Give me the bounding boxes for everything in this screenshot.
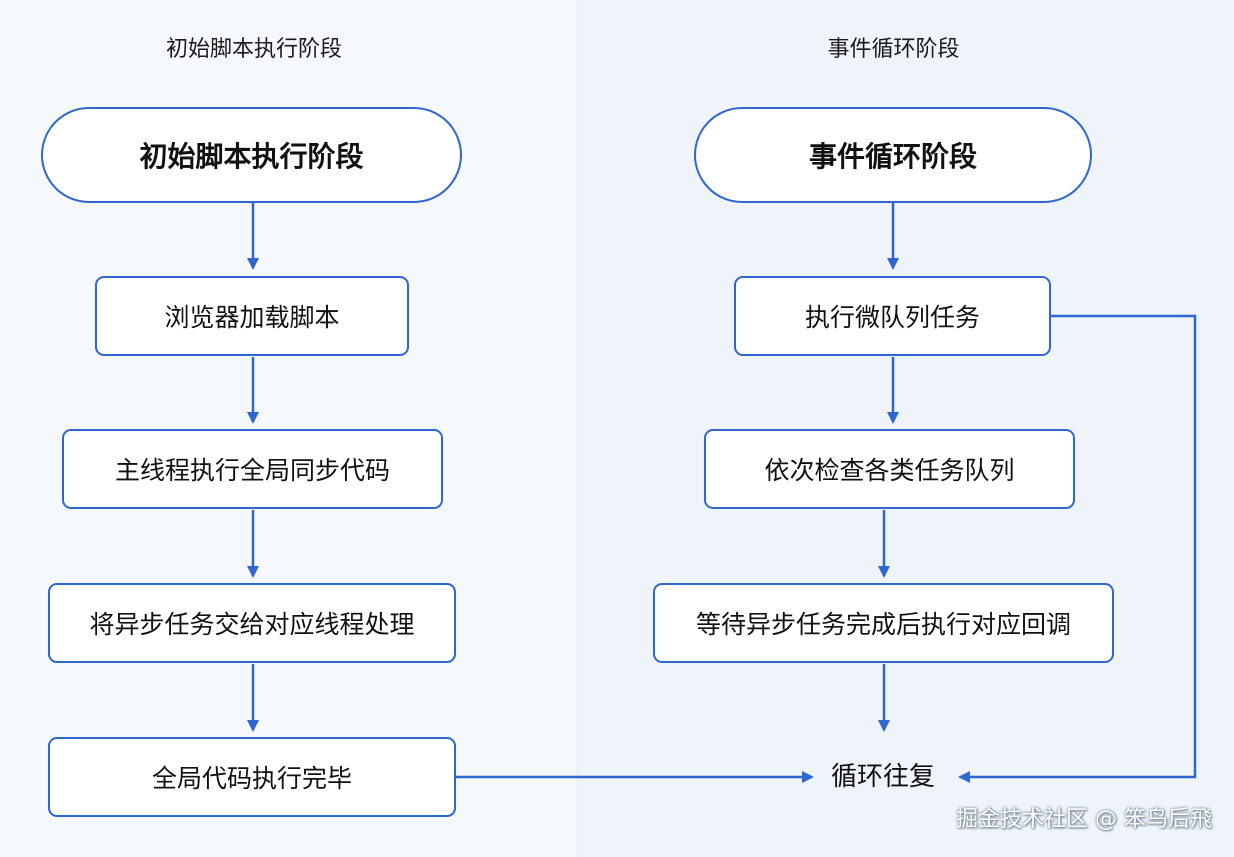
right-section-title: 事件循环阶段 — [827, 37, 960, 62]
arrow-loop-back — [958, 314, 1197, 783]
left-section-title: 初始脚本执行阶段 — [165, 37, 342, 62]
start-node-event-loop: 事件循环阶段 — [694, 107, 1092, 203]
step-load-script: 浏览器加载脚本 — [95, 276, 409, 356]
start-node-initial-script: 初始脚本执行阶段 — [41, 107, 462, 203]
step-check-task-queues: 依次检查各类任务队列 — [704, 429, 1075, 509]
step-await-async-callbacks: 等待异步任务完成后执行对应回调 — [653, 583, 1114, 663]
step-global-code-finished: 全局代码执行完毕 — [48, 737, 456, 817]
step-run-global-sync-code: 主线程执行全局同步代码 — [62, 429, 443, 509]
step-delegate-async-tasks: 将异步任务交给对应线程处理 — [48, 583, 456, 663]
loop-repeat-label: 循环往复 — [830, 762, 935, 792]
step-run-microtasks: 执行微队列任务 — [734, 276, 1051, 356]
watermark: 掘金技术社区 @ 笨鸟后飛 — [956, 807, 1212, 832]
panel-divider — [577, 0, 578, 857]
